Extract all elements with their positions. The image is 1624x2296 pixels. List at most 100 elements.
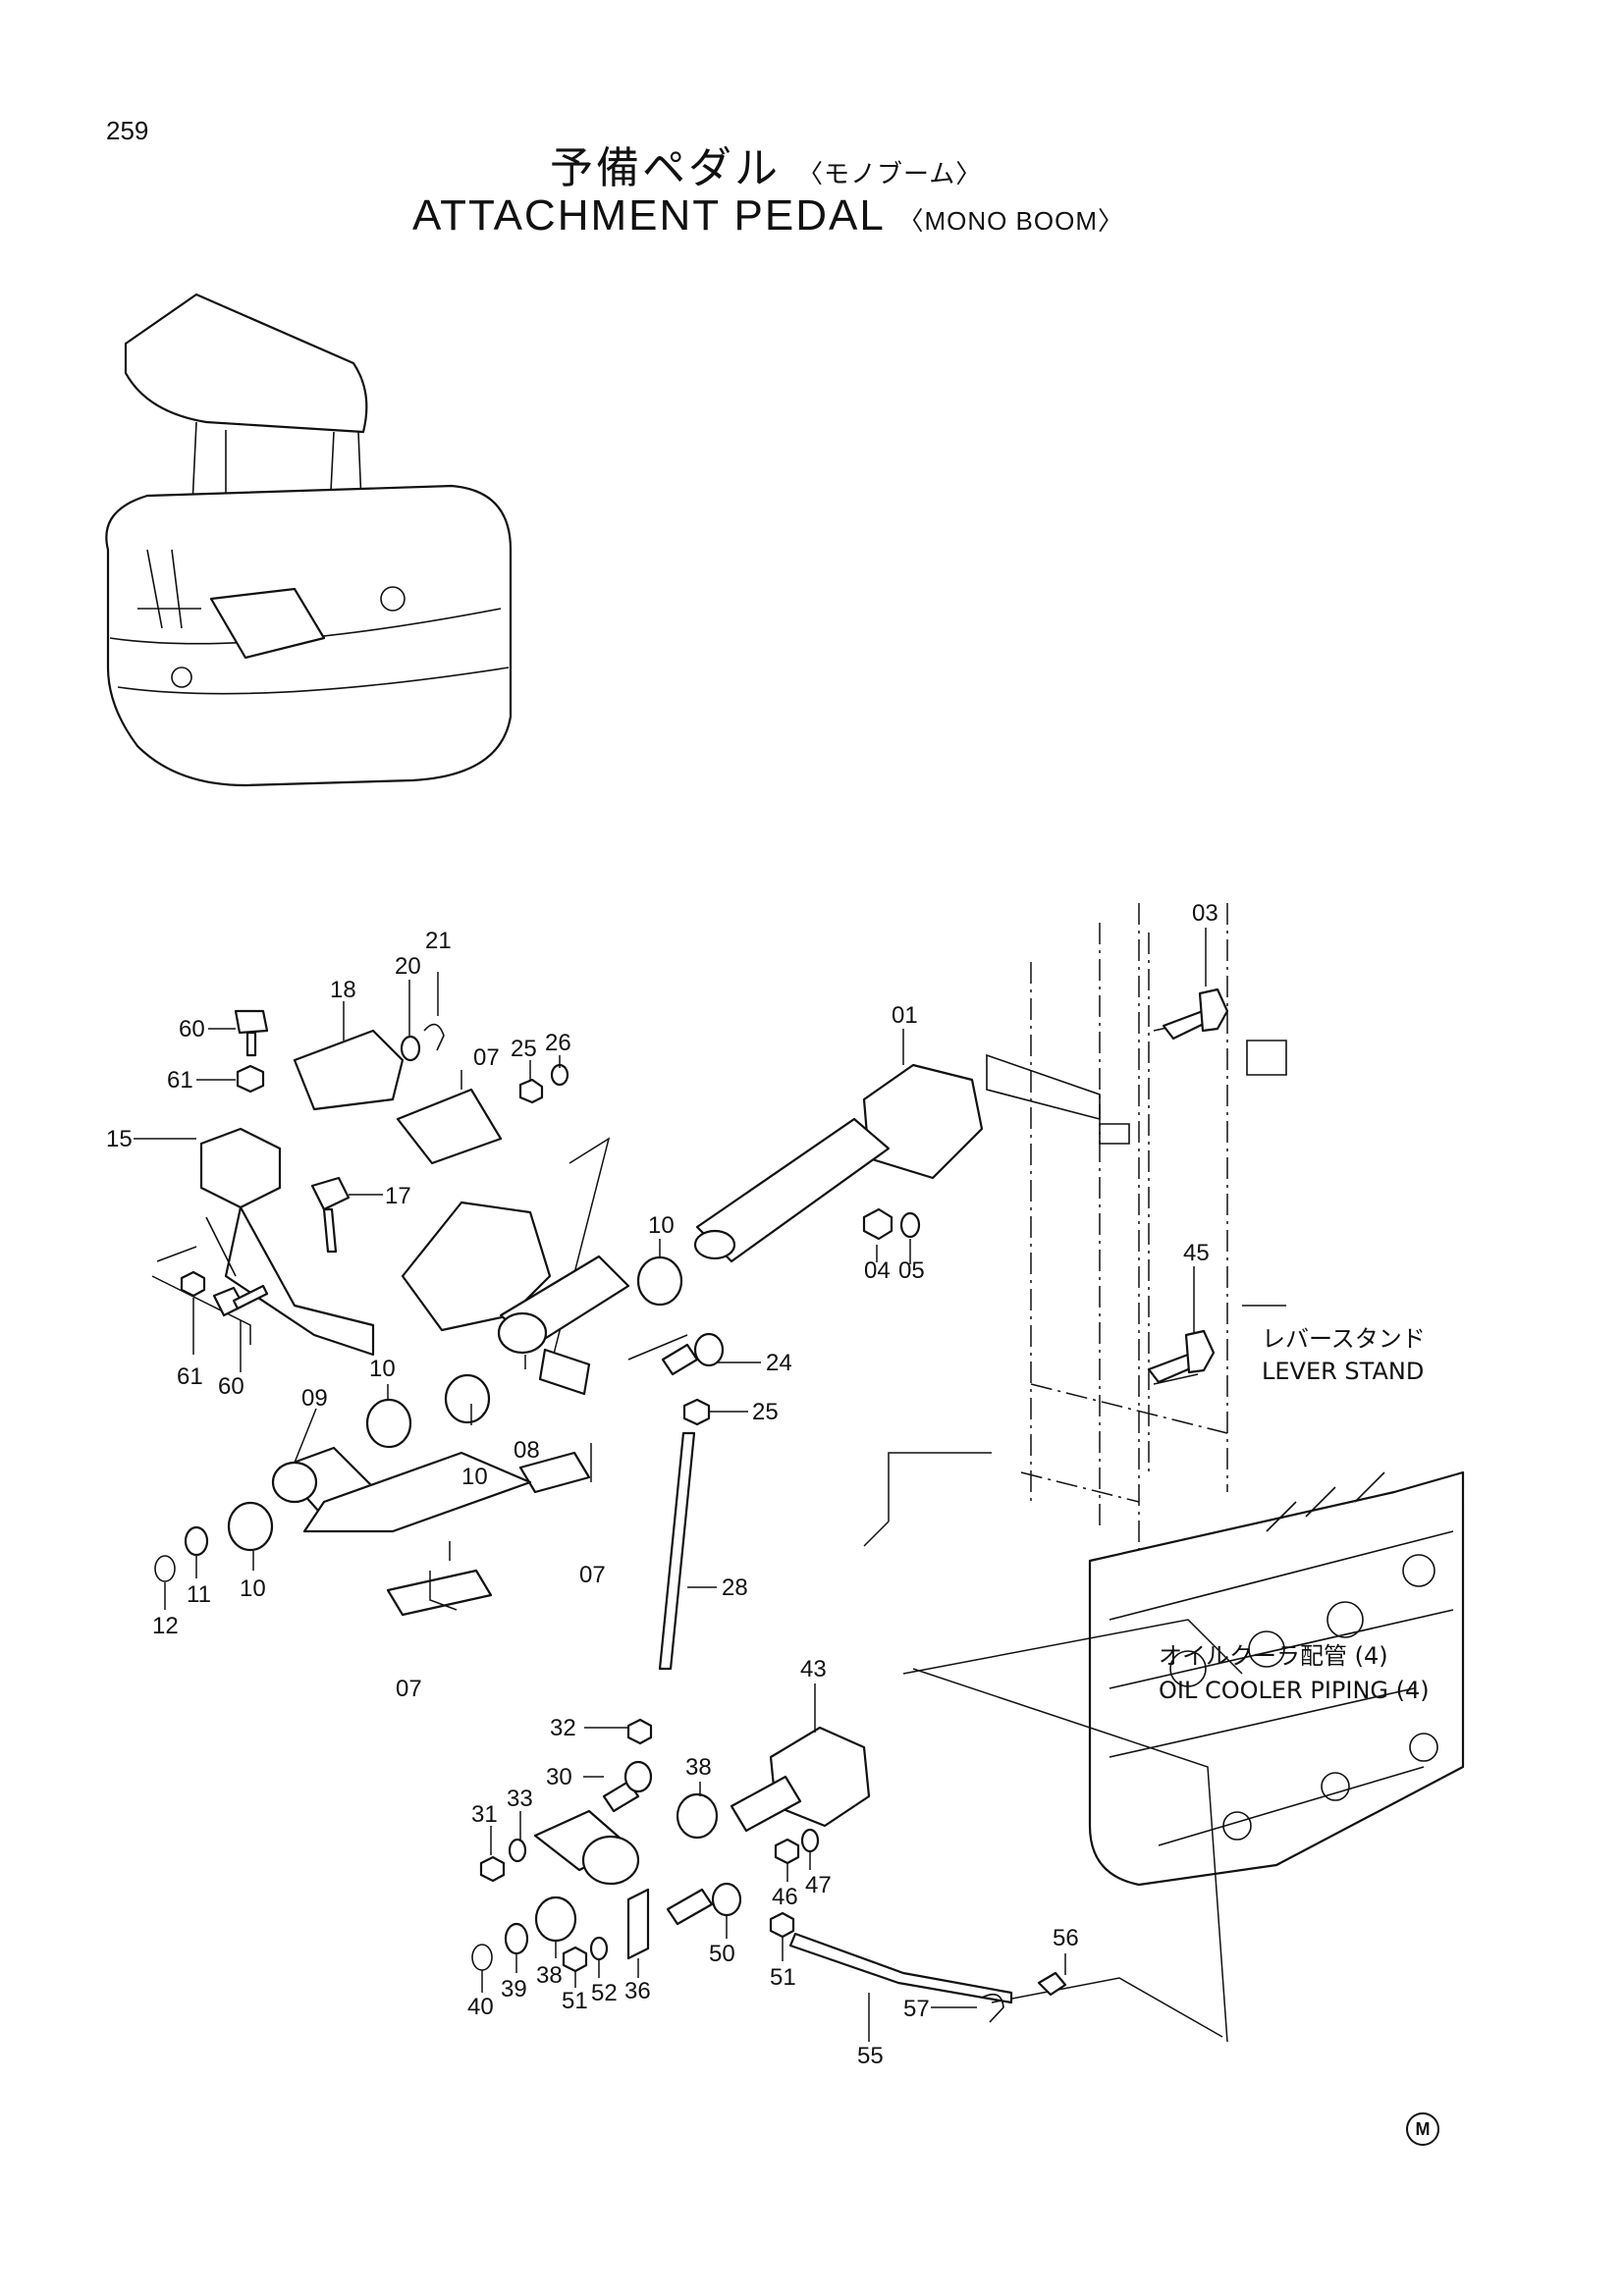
linkage-guide-lines — [151, 1137, 1243, 2043]
title-japanese: 予備ペダル 〈モノブーム〉 — [550, 133, 982, 195]
part-47-washer — [800, 1828, 820, 1853]
part-46-nut — [774, 1838, 800, 1865]
lever-stand-sketch — [137, 549, 201, 629]
part-36-lever — [533, 1809, 650, 1960]
label-09: 09 — [301, 1385, 328, 1412]
lever-stand-frame — [986, 903, 1287, 1561]
part-10-bushing — [227, 1501, 274, 1552]
part-07-pad — [518, 1451, 591, 1494]
title-japanese-sub: 〈モノブーム〉 — [797, 160, 983, 189]
label-30: 30 — [546, 1764, 572, 1790]
part-03-bolt — [1162, 988, 1229, 1041]
part-04-nut — [862, 1207, 893, 1241]
part-17-bolt — [310, 1176, 351, 1254]
part-40-snap-ring — [471, 1944, 493, 1971]
control-valve-assembly — [1088, 1470, 1465, 1887]
page-number: 259 — [106, 116, 149, 145]
label-57: 57 — [903, 1996, 930, 2022]
part-61-nut — [180, 1270, 206, 1298]
title-english-main: ATTACHMENT PEDAL — [412, 191, 885, 240]
label-55: 55 — [857, 2043, 884, 2069]
part-11-washer — [184, 1525, 209, 1557]
part-38-bushing — [534, 1896, 577, 1943]
label-10: 10 — [240, 1575, 266, 1602]
label-39: 39 — [501, 1976, 527, 2002]
part-10-bushing — [636, 1255, 683, 1307]
part-08-pedal — [401, 1201, 630, 1396]
label-38: 38 — [536, 1962, 563, 1989]
part-51-nut — [562, 1946, 588, 1973]
label-61: 61 — [177, 1363, 203, 1390]
operator-seat — [209, 587, 326, 660]
label-45: 45 — [1183, 1240, 1210, 1266]
part-28-rod — [658, 1431, 696, 1671]
label-52: 52 — [591, 1980, 618, 2006]
label-10: 10 — [648, 1212, 675, 1239]
part-33-washer — [508, 1838, 527, 1863]
part-07-pad — [396, 1088, 503, 1165]
label-51: 51 — [770, 1964, 796, 1991]
part-55-rod — [788, 1932, 1013, 2004]
part-15-bracket — [199, 1127, 375, 1357]
label-01: 01 — [892, 1002, 918, 1029]
label-31: 31 — [471, 1801, 498, 1828]
part-24-ball-joint — [661, 1332, 725, 1376]
part-25-nut — [518, 1078, 544, 1104]
label-36: 36 — [624, 1978, 651, 2004]
label-47: 47 — [805, 1872, 832, 1898]
part-12-snap-ring — [154, 1555, 176, 1582]
label-20: 20 — [395, 953, 421, 980]
annotations: レバースタンド LEVER STAND オイルクーラ配管 (4) OIL COO… — [1159, 1325, 1430, 1704]
part-61-nut — [236, 1064, 265, 1094]
label-24: 24 — [766, 1350, 792, 1376]
knob-sketch — [380, 586, 406, 612]
label-05: 05 — [898, 1257, 925, 1284]
label-07: 07 — [579, 1562, 606, 1588]
part-45-bolt — [1147, 1329, 1216, 1384]
label-28: 28 — [722, 1575, 748, 1601]
title-english-sub: 〈MONO BOOM〉 — [897, 206, 1125, 236]
registered-mark: M — [1406, 2112, 1439, 2146]
label-07: 07 — [473, 1044, 500, 1071]
label-21: 21 — [425, 928, 452, 954]
label-10: 10 — [369, 1356, 396, 1382]
label-56: 56 — [1053, 1925, 1079, 1951]
part-21-cotter-pin — [423, 1023, 445, 1051]
part-57-cotter-pin — [981, 1993, 1004, 2023]
machine-overview-sketch — [105, 293, 513, 787]
part-10-bushing — [365, 1398, 412, 1449]
label-50: 50 — [709, 1941, 735, 1967]
label-17: 17 — [385, 1183, 411, 1209]
lever-stand-label-en: LEVER STAND — [1262, 1358, 1424, 1385]
label-07: 07 — [396, 1676, 422, 1702]
label-25: 25 — [511, 1036, 537, 1062]
label-61: 61 — [167, 1067, 193, 1094]
oil-cooler-label-jp: オイルクーラ配管 (4) — [1159, 1642, 1388, 1670]
label-leader-lines — [134, 928, 1207, 2042]
part-30-ball-joint — [602, 1760, 653, 1813]
part-25-nut — [682, 1398, 711, 1426]
pedal-location-mark — [171, 667, 192, 688]
label-03: 03 — [1192, 900, 1218, 927]
part-38-bushing — [676, 1792, 719, 1840]
label-18: 18 — [330, 977, 356, 1003]
label-38: 38 — [685, 1754, 712, 1781]
label-15: 15 — [106, 1126, 133, 1152]
part-31-nut — [479, 1855, 506, 1883]
label-04: 04 — [864, 1257, 891, 1284]
label-26: 26 — [545, 1030, 571, 1056]
title-english: ATTACHMENT PEDAL 〈MONO BOOM〉 — [412, 191, 1124, 240]
label-32: 32 — [550, 1715, 576, 1741]
part-50-ball-joint — [666, 1882, 742, 1926]
label-43: 43 — [800, 1656, 827, 1682]
label-08: 08 — [514, 1437, 540, 1464]
part-07-pad — [386, 1569, 493, 1617]
label-11: 11 — [187, 1581, 211, 1608]
part-32-nut — [626, 1718, 653, 1745]
part-60-bolt — [212, 1284, 269, 1317]
part-20-washer — [400, 1035, 421, 1062]
part-60-bolt — [234, 1009, 269, 1057]
label-10: 10 — [461, 1464, 488, 1490]
label-12: 12 — [152, 1613, 179, 1639]
